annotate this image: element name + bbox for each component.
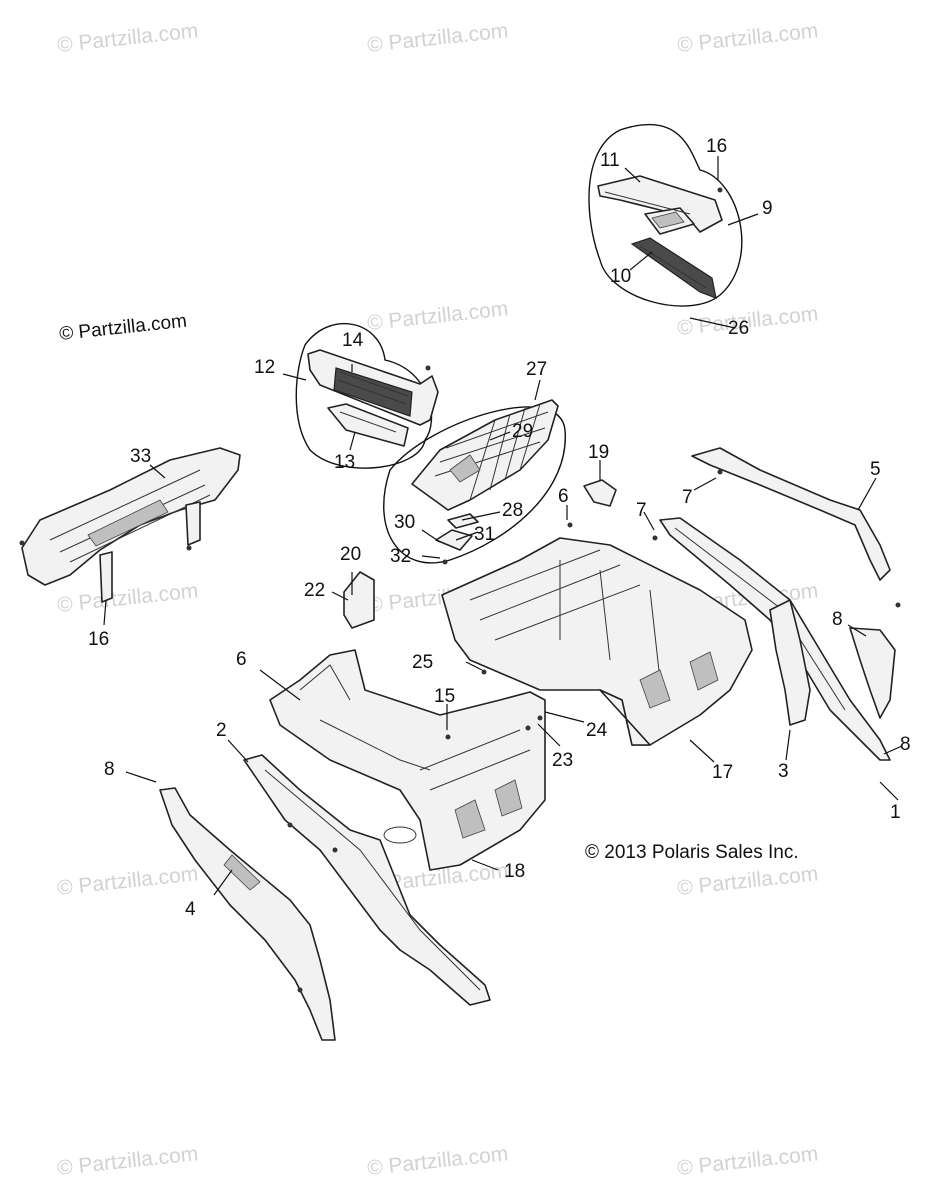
callout-8-left: 8 [104, 759, 115, 780]
callout-labels: 16 9 11 10 26 12 14 13 27 29 28 31 30 32… [88, 136, 911, 920]
callout-31: 31 [474, 524, 495, 545]
callout-9: 9 [762, 198, 773, 219]
part-12-vent-assembly [307, 349, 439, 447]
group-outline-storage-bin [383, 406, 566, 564]
callout-10: 10 [610, 266, 631, 287]
callout-15: 15 [434, 686, 455, 707]
callout-28: 28 [502, 500, 523, 521]
callout-8-right-upper: 8 [832, 609, 843, 630]
watermark: © Partzilla.com [56, 579, 199, 617]
callout-8-right-lower: 8 [900, 734, 911, 755]
callout-4: 5 [870, 459, 881, 480]
callout-23: 23 [552, 750, 573, 771]
part-2-left-rocker [243, 754, 491, 1006]
callout-21: 16 [706, 136, 727, 157]
callout-7-upper: 7 [682, 487, 693, 508]
callout-32: 32 [390, 546, 411, 567]
watermark: © Partzilla.com [56, 19, 199, 57]
part-20-bracket [343, 571, 375, 629]
callout-22: 22 [304, 580, 325, 601]
callout-1: 1 [890, 802, 901, 823]
callout-11: 11 [600, 150, 620, 171]
callout-6-front: 6 [236, 649, 247, 670]
callout-12: 12 [254, 357, 275, 378]
fasteners [425, 187, 901, 740]
watermark: © Partzilla.com [676, 19, 819, 57]
callout-7-lower: 7 [636, 500, 647, 521]
callout-20: 20 [340, 544, 361, 565]
callout-18: 18 [504, 861, 525, 882]
callout-30: 30 [394, 512, 415, 533]
callout-25: 25 [412, 652, 433, 673]
partzilla-copyright: © Partzilla.com [58, 311, 188, 345]
callout-5: 4 [185, 899, 196, 920]
callout-6-rear: 6 [558, 486, 569, 507]
part-31-latch [435, 513, 479, 565]
part-33-frame [19, 447, 241, 603]
polaris-copyright: © 2013 Polaris Sales Inc. [585, 842, 799, 863]
callout-33: 33 [130, 446, 151, 467]
part-4-right-rail [691, 447, 891, 581]
callout-24: 24 [586, 720, 608, 741]
watermark: © Partzilla.com [56, 1142, 199, 1180]
part-11-panel [597, 175, 723, 235]
callout-27: 27 [526, 359, 547, 380]
callout-14: 14 [342, 330, 364, 351]
part-8-right-panel [849, 627, 896, 719]
group-outline-upper-right [588, 123, 743, 307]
watermark: © Partzilla.com [56, 862, 199, 900]
watermark: © Partzilla.com [366, 297, 509, 335]
part-19-bracket [583, 479, 617, 507]
callout-19: 19 [588, 442, 609, 463]
callout-29: 29 [512, 421, 533, 442]
part-10-grille [630, 237, 717, 299]
leader-lines [103, 156, 903, 896]
callout-2: 2 [216, 720, 227, 741]
callout-26: 26 [728, 318, 749, 339]
part-3-right-rail [769, 599, 811, 726]
watermark: © Partzilla.com [366, 1142, 509, 1180]
callout-17: 17 [712, 762, 733, 783]
callout-13: 13 [334, 452, 355, 473]
part-18-center-console [269, 649, 546, 871]
watermark: © Partzilla.com [676, 1142, 819, 1180]
part-17-tub [441, 537, 753, 746]
part-29-storage-bin [411, 399, 559, 511]
watermark: © Partzilla.com [366, 19, 509, 57]
callout-16: 16 [88, 629, 109, 650]
watermark: © Partzilla.com [676, 862, 819, 900]
callout-3: 3 [778, 761, 789, 782]
